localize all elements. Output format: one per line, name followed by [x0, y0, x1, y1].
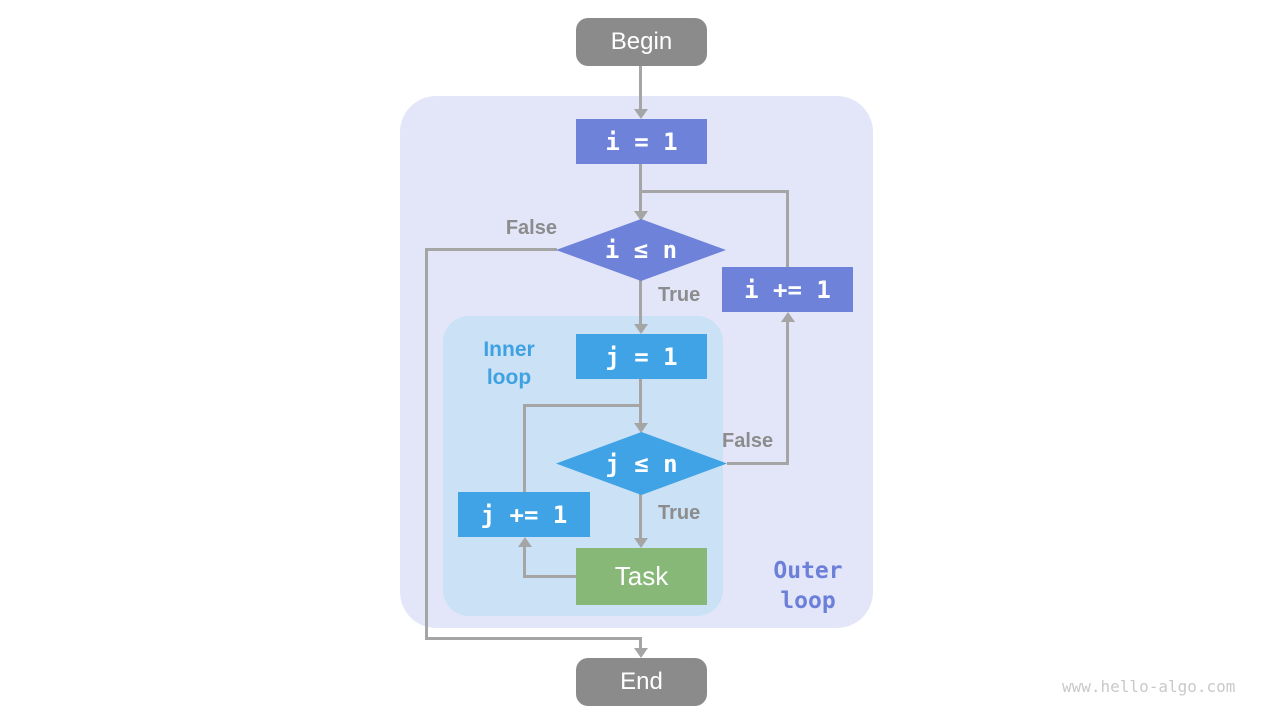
outer-increment-node: i += 1	[722, 267, 853, 312]
connector-false-exit-h	[425, 248, 557, 251]
arrowhead-up-icon	[518, 537, 532, 547]
connector-false-exit-v	[425, 248, 428, 640]
outer-loop-label-line1: Outer	[773, 558, 843, 584]
inner-increment-node: j += 1	[458, 492, 590, 537]
outer-true-label: True	[658, 284, 701, 306]
task-node: Task	[576, 548, 707, 605]
outer-init-node: i = 1	[576, 119, 707, 164]
outer-false-label: False	[505, 217, 557, 239]
inner-init-node: j = 1	[576, 334, 707, 379]
connector-jinit-jcond	[639, 379, 642, 425]
connector-begin-init	[639, 66, 642, 111]
arrowhead-up-icon	[781, 312, 795, 322]
watermark: www.hello-algo.com	[1062, 677, 1236, 696]
inner-loop-label-line1: Inner	[483, 338, 535, 361]
inner-true-label: True	[658, 502, 701, 524]
outer-loop-label-line2: loop	[780, 588, 836, 614]
connector-task-jincr-v	[523, 546, 526, 578]
arrowhead-down-icon	[634, 324, 648, 334]
inner-false-label: False	[722, 430, 774, 452]
arrowhead-down-icon	[634, 211, 648, 221]
connector-init-cond	[639, 164, 642, 213]
connector-true-to-jinit	[639, 279, 642, 327]
connector-jincr-merge-h	[523, 404, 641, 407]
connector-incr-merge-h	[641, 190, 789, 193]
arrowhead-down-icon	[634, 648, 648, 658]
arrowhead-down-icon	[634, 423, 648, 433]
inner-loop-label: Inner loop	[449, 336, 569, 392]
connector-incr-merge-v	[786, 190, 789, 267]
connector-jtrue-task	[639, 494, 642, 540]
connector-to-end	[639, 637, 642, 649]
connector-task-jincr-h	[523, 575, 578, 578]
arrowhead-down-icon	[634, 109, 648, 119]
end-node: End	[576, 658, 707, 706]
connector-jincr-merge-v	[523, 404, 526, 492]
arrowhead-down-icon	[634, 538, 648, 548]
connector-jfalse-v	[786, 320, 789, 465]
connector-false-exit-bottom	[425, 637, 641, 640]
outer-loop-label: Outer loop	[738, 556, 878, 616]
connector-jfalse-h	[727, 462, 789, 465]
inner-loop-label-line2: loop	[486, 366, 532, 389]
begin-node: Begin	[576, 18, 707, 66]
